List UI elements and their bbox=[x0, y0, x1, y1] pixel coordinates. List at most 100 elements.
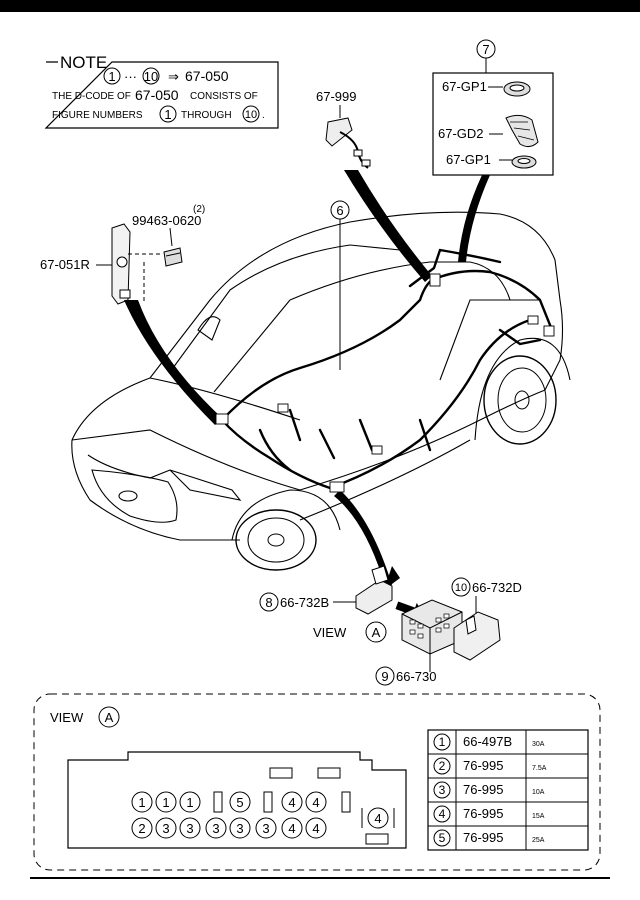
label-67-gp1-bottom: 67-GP1 bbox=[446, 152, 491, 167]
fuse-bottom-7-label: 4 bbox=[312, 821, 319, 836]
fuse-bottom-5: 3 bbox=[255, 817, 277, 839]
fuse-bottom-7: 4 bbox=[305, 817, 327, 839]
fuse-bottom-1: 3 bbox=[155, 817, 177, 839]
cover-66-732b: 8 66-732B bbox=[259, 565, 393, 615]
label-66-732b: 66-732B bbox=[280, 595, 329, 610]
note-line2-a: FIGURE NUMBERS bbox=[52, 110, 143, 121]
fuse-bottom-3-label: 3 bbox=[212, 821, 219, 836]
fuse-top-3: 5 bbox=[229, 791, 251, 813]
rear-wheel bbox=[483, 355, 557, 445]
label-67-gp1-top: 67-GP1 bbox=[442, 79, 487, 94]
label-67-999: 67-999 bbox=[316, 89, 356, 104]
legend-num: 5 bbox=[439, 831, 446, 845]
label-67-051r: 67-051R bbox=[40, 257, 90, 272]
note-arrow: ⇒ bbox=[168, 69, 179, 84]
vehicle-outline bbox=[71, 211, 571, 541]
legend-code: 76-995 bbox=[463, 806, 503, 821]
sub-harness-67-999: 67-999 bbox=[316, 89, 371, 169]
cover-66-732d: 10 66-732D bbox=[451, 577, 522, 661]
fuse-bottom-0: 2 bbox=[131, 817, 153, 839]
fuse-top-2-label: 1 bbox=[186, 795, 193, 810]
top-border bbox=[0, 0, 640, 12]
grommet-gd2-part bbox=[505, 114, 539, 148]
fuse-side-label: 4 bbox=[374, 811, 381, 826]
fuse-bottom-2: 3 bbox=[179, 817, 201, 839]
callout-item-9: 9 bbox=[381, 669, 388, 684]
legend-row: 4 76-995 15A bbox=[433, 805, 545, 823]
harness-connectors bbox=[215, 273, 555, 493]
legend-row: 5 76-995 25A bbox=[433, 829, 545, 847]
view-panel-title: VIEW bbox=[50, 710, 84, 725]
note-range-sep: ··· bbox=[124, 69, 137, 84]
note-range-end: 10 bbox=[144, 69, 158, 84]
legend-num: 1 bbox=[439, 735, 446, 749]
fuse-bottom-3: 3 bbox=[205, 817, 227, 839]
bolt-part bbox=[163, 247, 183, 267]
callout-item-8: 8 bbox=[265, 595, 272, 610]
junction-block-66-730: 9 66-730 bbox=[375, 599, 463, 686]
view-label: VIEW bbox=[313, 625, 347, 640]
legend-amp: 15A bbox=[532, 813, 545, 820]
label-bolt-qty: (2) bbox=[193, 204, 205, 215]
note-line2-n1: 1 bbox=[164, 107, 171, 122]
note-box: NOTE 1 ··· 10 ⇒ 67-050 THE D-CODE OF 67-… bbox=[44, 53, 279, 129]
note-line2-b: THROUGH bbox=[181, 110, 232, 121]
legend-row: 1 66-497B 30A bbox=[433, 733, 545, 751]
legend-amp: 30A bbox=[532, 741, 545, 748]
fuse-bottom-5-label: 3 bbox=[262, 821, 269, 836]
legend-amp: 10A bbox=[532, 789, 545, 796]
legend-row: 3 76-995 10A bbox=[433, 781, 545, 799]
fuse-row-top: 1 1 1 5 4 4 bbox=[131, 791, 327, 813]
legend-code: 76-995 bbox=[463, 758, 503, 773]
legend-code: 66-497B bbox=[463, 734, 512, 749]
label-66-732d: 66-732D bbox=[472, 580, 522, 595]
legend-num: 2 bbox=[439, 759, 446, 773]
fuse-top-1-label: 1 bbox=[162, 795, 169, 810]
fuse-top-3-label: 5 bbox=[236, 795, 243, 810]
bracket-assembly: (2) 99463-0620 67-051R bbox=[40, 204, 205, 305]
legend-amp: 25A bbox=[532, 837, 545, 844]
legend-num: 4 bbox=[439, 807, 446, 821]
note-range-start: 1 bbox=[108, 69, 115, 84]
legend-row: 2 76-995 7.5A bbox=[433, 757, 547, 775]
fuse-top-5-label: 4 bbox=[312, 795, 319, 810]
fuse-bottom-0-label: 2 bbox=[138, 821, 145, 836]
label-67-gd2: 67-GD2 bbox=[438, 126, 484, 141]
note-line1-a: THE D-CODE OF bbox=[52, 91, 131, 102]
fuse-bottom-1-label: 3 bbox=[162, 821, 169, 836]
view-panel-letter: A bbox=[105, 710, 114, 725]
legend-num: 3 bbox=[439, 783, 446, 797]
note-range-code: 67-050 bbox=[185, 68, 229, 84]
note-line1-code: 67-050 bbox=[135, 87, 179, 103]
fuse-bottom-6: 4 bbox=[281, 817, 303, 839]
grommet-box: 7 67-GP1 67-GD2 67-GP1 bbox=[432, 39, 554, 176]
fuse-top-5: 4 bbox=[305, 791, 327, 813]
view-letter: A bbox=[372, 625, 381, 640]
fuse-top-0: 1 bbox=[131, 791, 153, 813]
fuse-bottom-4: 3 bbox=[229, 817, 251, 839]
fuse-legend-table: 1 66-497B 30A 2 76-995 7.5A 3 76-995 10A 4 76-995 1… bbox=[427, 729, 589, 851]
legend-amp: 7.5A bbox=[532, 765, 547, 772]
label-bolt-99463-0620: 99463-0620 bbox=[132, 213, 201, 228]
fuse-top-0-label: 1 bbox=[138, 795, 145, 810]
fuse-top-1: 1 bbox=[155, 791, 177, 813]
note-line1-b: CONSISTS OF bbox=[190, 91, 258, 102]
fuse-top-4-label: 4 bbox=[288, 795, 295, 810]
note-title: NOTE bbox=[60, 53, 107, 72]
fuse-top-4: 4 bbox=[281, 791, 303, 813]
note-line2-end: . bbox=[262, 110, 265, 121]
fuse-bottom-6-label: 4 bbox=[288, 821, 295, 836]
bottom-border bbox=[30, 877, 610, 879]
fuse-bottom-2-label: 3 bbox=[186, 821, 193, 836]
front-wheel bbox=[235, 509, 317, 571]
note-line2-n2: 10 bbox=[245, 109, 257, 121]
legend-code: 76-995 bbox=[463, 782, 503, 797]
wiring-harness bbox=[220, 248, 554, 490]
callout-item-7: 7 bbox=[482, 42, 489, 57]
label-66-730: 66-730 bbox=[396, 669, 436, 684]
legend-code: 76-995 bbox=[463, 830, 503, 845]
callout-item-10: 10 bbox=[455, 582, 467, 594]
